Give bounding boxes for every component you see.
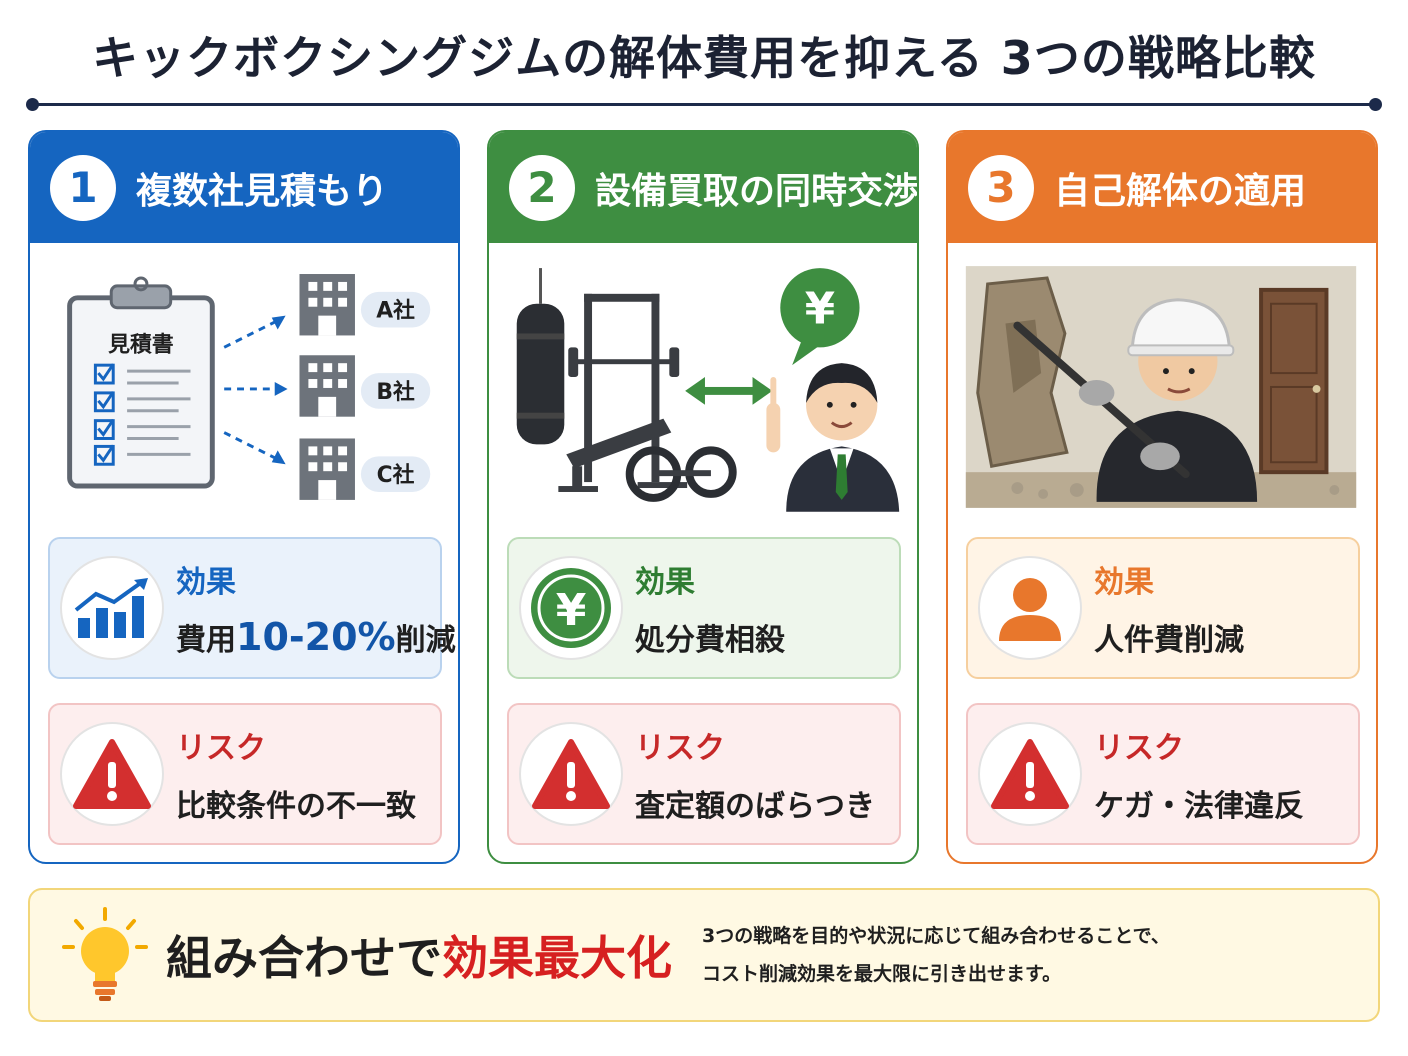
strategy-card-1: 1 複数社見積もり: [28, 130, 460, 864]
risk-label: リスク: [635, 731, 725, 766]
effect-value: 処分費相殺: [635, 623, 785, 658]
self-demolition-illustration: [965, 266, 1357, 508]
summary-line-1: 3つの戦略を目的や状況に応じて組み合わせることで、: [702, 925, 1170, 947]
weight-rack-icon: [558, 293, 737, 502]
strategy-card-2: 2 設備買取の同時交渉: [487, 130, 919, 864]
summary-heading-accent: 効果最大化: [442, 931, 672, 985]
exchange-arrow-icon: [685, 377, 773, 405]
risk-value: 査定額のばらつき: [635, 789, 875, 824]
effect-value: 人件費削減: [1094, 623, 1244, 658]
risk-value: ケガ・法律違反: [1094, 789, 1304, 824]
lightbulb-icon: [62, 907, 148, 1001]
risk-label: リスク: [1094, 731, 1184, 766]
svg-text:¥: ¥: [556, 585, 587, 636]
company-label-a: A社: [376, 298, 415, 324]
yen-coin-icon: ¥: [519, 556, 623, 660]
card-header: 2 設備買取の同時交渉: [489, 132, 917, 243]
card-number: 1: [50, 154, 116, 221]
warning-icon: [978, 722, 1082, 826]
company-label-c: C社: [377, 462, 415, 488]
card-title: 設備買取の同時交渉: [595, 170, 919, 212]
effect-prefix: 費用: [176, 623, 236, 658]
summary-description: 3つの戦略を目的や状況に応じて組み合わせることで、 コスト削減効果を最大限に引き…: [702, 917, 1170, 993]
arrows: [223, 318, 281, 462]
clipboard-icon: [67, 276, 215, 489]
summary-line-2: コスト削減効果を最大限に引き出せます。: [702, 963, 1062, 985]
person-icon: [978, 556, 1082, 660]
title-divider: [32, 103, 1376, 106]
summary-heading: 組み合わせで効果最大化: [166, 922, 672, 988]
effect-box: ¥ 効果 処分費相殺: [507, 537, 901, 679]
divider-dot-right: [1369, 98, 1382, 111]
card-title: 自己解体の適用: [1054, 170, 1307, 212]
effect-box: 効果 費用10-20%削減: [48, 537, 456, 679]
risk-value: 比較条件の不一致: [176, 789, 416, 824]
effect-value: 費用10-20%削減: [176, 615, 456, 659]
card-title: 複数社見積もり: [136, 170, 389, 212]
effect-label: 効果: [176, 565, 236, 600]
summary-heading-plain: 組み合わせで: [166, 931, 442, 985]
svg-text:¥: ¥: [805, 285, 835, 335]
risk-box: リスク ケガ・法律違反: [966, 703, 1360, 845]
punching-bag-icon: [516, 268, 565, 445]
quote-comparison-illustration: 見積書 A社 B社 C社: [67, 274, 431, 500]
summary-banner: 組み合わせで効果最大化 3つの戦略を目的や状況に応じて組み合わせることで、 コス…: [28, 888, 1380, 1022]
warning-icon: [60, 722, 164, 826]
card-number: 3: [968, 154, 1034, 221]
effect-suffix: 削減: [395, 623, 456, 658]
yen-speech-bubble-icon: ¥: [780, 268, 860, 366]
card-number: 2: [509, 154, 575, 221]
effect-highlight: 10-20%: [236, 615, 396, 659]
worker-icon: [1013, 298, 1258, 502]
document-label: 見積書: [108, 331, 173, 357]
effect-label: 効果: [1094, 565, 1154, 600]
card-header: 1 複数社見積もり: [30, 132, 458, 243]
door-icon: [1259, 287, 1329, 475]
effect-label: 効果: [635, 565, 695, 600]
page-title: キックボクシングジムの解体費用を抑える 3つの戦略比較: [92, 31, 1316, 85]
risk-box: リスク 比較条件の不一致: [48, 703, 442, 845]
effect-box: 効果 人件費削減: [966, 537, 1360, 679]
risk-label: リスク: [176, 731, 266, 766]
businessman-icon: [766, 363, 900, 512]
risk-box: リスク 査定額のばらつき: [507, 703, 901, 845]
equipment-buyback-illustration: ¥: [516, 268, 900, 512]
strategy-card-3: 3 自己解体の適用: [946, 130, 1378, 864]
divider-dot-left: [26, 98, 39, 111]
chart-growth-icon: [60, 556, 164, 660]
card-header: 3 自己解体の適用: [948, 132, 1376, 243]
company-label-b: B社: [376, 379, 415, 405]
warning-icon: [519, 722, 623, 826]
